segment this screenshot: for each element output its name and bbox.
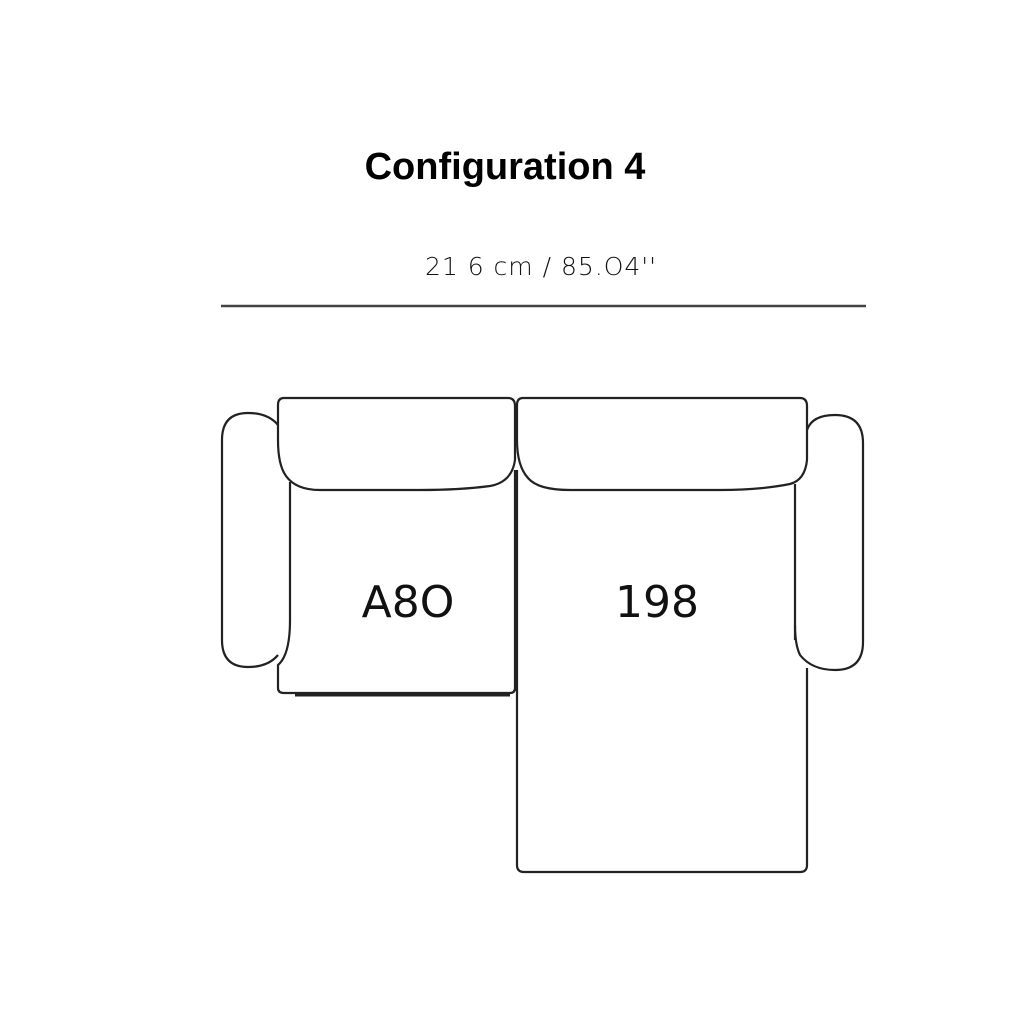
left-back-cushion	[276, 396, 517, 492]
right-armrest	[793, 413, 865, 672]
right-module-label: 198	[615, 577, 699, 628]
total-width-dimension: 21 6 cm / 85.O4''	[424, 252, 658, 281]
left-module-label: A8O	[362, 577, 455, 628]
diagram-title: Configuration 4	[364, 146, 646, 188]
left-module-outline	[276, 470, 517, 695]
right-module-outline	[515, 470, 809, 874]
left-armrest	[220, 411, 279, 669]
right-back-cushion	[515, 396, 809, 492]
